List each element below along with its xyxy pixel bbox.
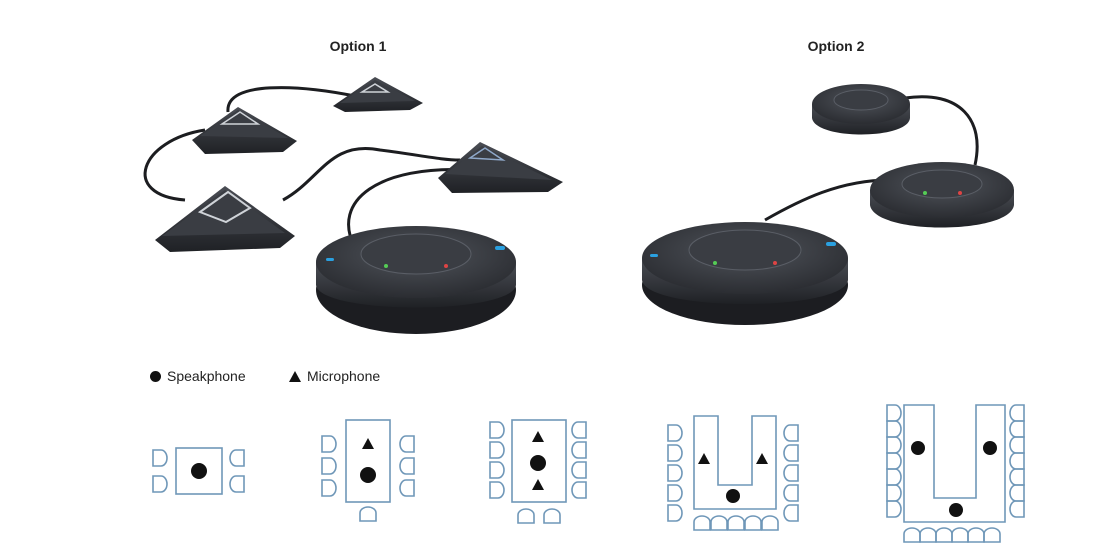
speakphone-marker-icon xyxy=(150,370,161,382)
chair-icon xyxy=(667,504,683,522)
chair-icon xyxy=(571,481,587,499)
table xyxy=(511,419,567,503)
microphone-marker xyxy=(756,453,768,464)
chair-icon xyxy=(761,515,779,531)
microphone-marker xyxy=(362,438,374,449)
chair-icon xyxy=(571,441,587,459)
speakerphone-device xyxy=(316,226,516,334)
chair-icon xyxy=(321,457,337,475)
chair-icon xyxy=(983,527,1001,543)
u-table xyxy=(903,404,1006,523)
legend-speakphone: Speakphone xyxy=(150,368,246,384)
chair-icon xyxy=(667,444,683,462)
speakerphone-device xyxy=(642,222,848,325)
chair-icon xyxy=(399,457,415,475)
chair-icon xyxy=(152,449,168,467)
chair-icon xyxy=(783,464,799,482)
chair-icon xyxy=(543,508,561,524)
chair-icon xyxy=(399,435,415,453)
chair-icon xyxy=(744,515,762,531)
chair-icon xyxy=(229,475,245,493)
chair-icon xyxy=(321,435,337,453)
table xyxy=(345,419,391,503)
chair-icon xyxy=(667,484,683,502)
chair-icon xyxy=(886,500,902,518)
chair-icon xyxy=(667,424,683,442)
speakphone-marker xyxy=(726,489,740,503)
microphone-device xyxy=(192,107,297,154)
chair-icon xyxy=(783,424,799,442)
option-1-cables xyxy=(143,86,471,249)
u-table xyxy=(693,415,777,510)
option-1-title: Option 1 xyxy=(329,38,387,54)
speakphone-marker xyxy=(530,455,546,471)
legend-speakphone-label: Speakphone xyxy=(167,368,246,384)
microphone-device xyxy=(438,142,563,193)
chair-icon xyxy=(693,515,711,531)
option-2-title: Option 2 xyxy=(807,38,865,54)
chair-icon xyxy=(229,449,245,467)
speakphone-marker xyxy=(949,503,963,517)
chair-icon xyxy=(489,441,505,459)
chair-icon xyxy=(783,484,799,502)
chair-icon xyxy=(489,421,505,439)
chair-icon xyxy=(489,481,505,499)
speakerphone-device xyxy=(812,84,910,135)
chair-icon xyxy=(727,515,745,531)
legend-microphone-label: Microphone xyxy=(307,368,381,384)
chair-icon xyxy=(152,475,168,493)
speakphone-marker xyxy=(911,441,925,455)
microphone-device xyxy=(155,186,295,252)
legend-microphone: Microphone xyxy=(289,368,380,384)
chair-icon xyxy=(783,444,799,462)
chair-icon xyxy=(667,464,683,482)
table xyxy=(175,447,223,495)
chair-icon xyxy=(489,461,505,479)
microphone-marker-icon xyxy=(289,370,301,382)
microphone-marker xyxy=(532,479,544,490)
option-2-cables xyxy=(764,95,979,222)
chair-icon xyxy=(783,504,799,522)
chair-icon xyxy=(710,515,728,531)
chair-icon xyxy=(1009,500,1025,518)
microphone-marker xyxy=(532,431,544,442)
chair-icon xyxy=(517,508,535,524)
chair-icon xyxy=(571,461,587,479)
speakphone-marker xyxy=(983,441,997,455)
speakerphone-device xyxy=(870,162,1014,228)
chair-icon xyxy=(399,479,415,497)
chair-icon xyxy=(321,479,337,497)
speakphone-marker xyxy=(360,467,376,483)
microphone-device xyxy=(333,77,423,112)
speakphone-marker xyxy=(191,463,207,479)
chair-icon xyxy=(359,506,377,522)
microphone-marker xyxy=(698,453,710,464)
product-illustration xyxy=(143,77,1014,334)
chair-icon xyxy=(571,421,587,439)
